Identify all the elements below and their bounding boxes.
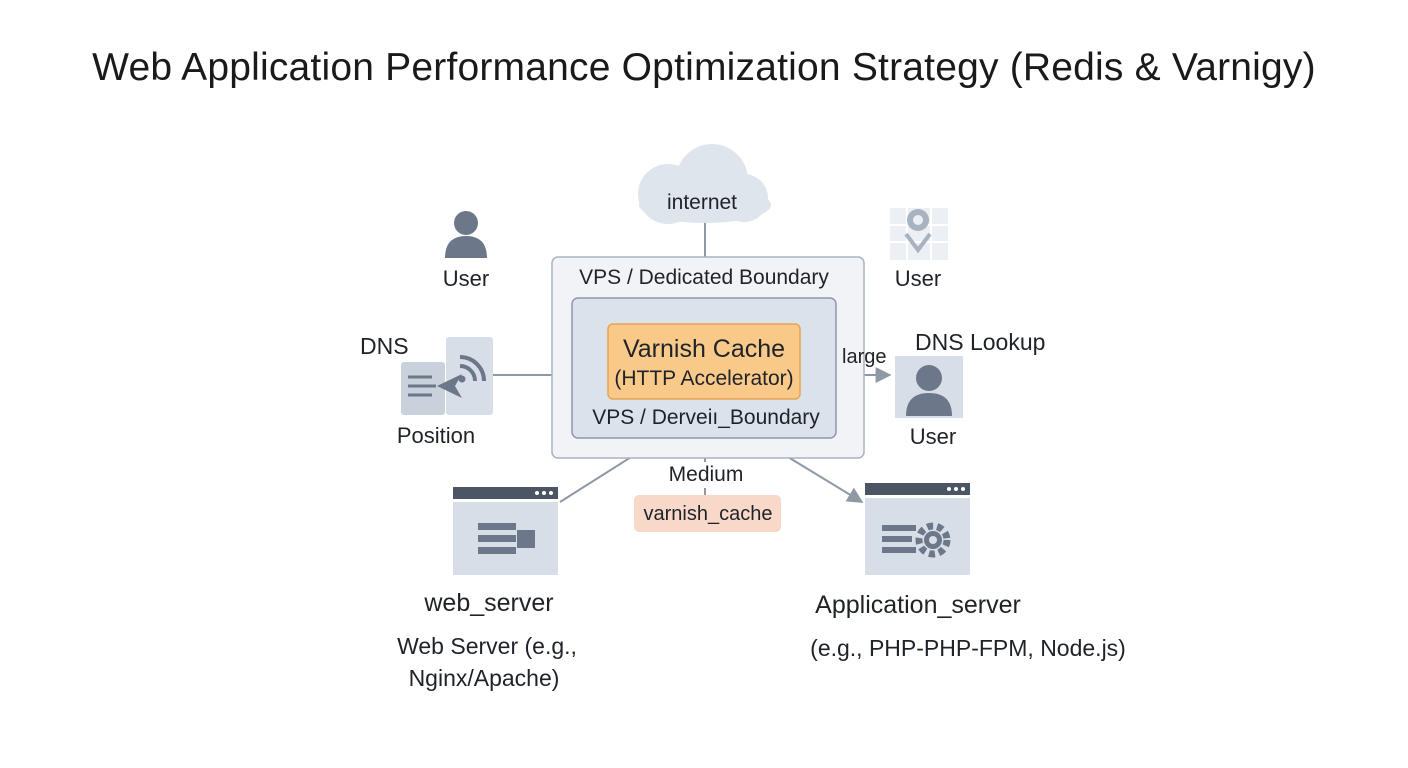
diagram-title: Web Application Performance Optimization… (92, 46, 1316, 89)
web-server-desc-line2: Nginx/Apache) (408, 665, 560, 691)
user-card-icon (895, 356, 963, 418)
dns-label: DNS (360, 333, 409, 359)
web-server-desc-line1: Web Server (e.g., (397, 633, 577, 659)
web-server-title: web_server (424, 589, 554, 617)
globe-network-icon (890, 208, 948, 260)
app-server-gear-icon (865, 483, 970, 575)
cloud-icon (638, 144, 771, 224)
outer-boundary-label: VPS / Dedicated Boundary (579, 266, 829, 289)
varnish-cache-tag-box (634, 495, 781, 532)
varnish-cache-title: Varnish Cache (622, 335, 786, 363)
varnish-cache-subtitle: (HTTP Accelerator) (614, 367, 794, 390)
user-right-label: User (909, 424, 957, 449)
dns-signal-icon (401, 337, 493, 415)
position-label: Position (396, 423, 476, 448)
varnish-cache-box (607, 323, 801, 400)
dns-lookup-label: DNS Lookup (915, 329, 1046, 355)
large-label: large (842, 346, 887, 368)
web-server-icon (453, 487, 558, 575)
app-server-desc: (e.g., PHP-PHP-FPM, Node.js) (810, 635, 1126, 661)
inner-boundary-label: VPS / Derveiı_Boundary (592, 406, 820, 429)
varnish-cache-tag: varnish_cache (643, 503, 773, 525)
user-top-right-label: User (894, 266, 942, 291)
medium-label: Medium (668, 463, 744, 486)
app-server-title: Application_server (815, 591, 1021, 619)
user-icon (445, 211, 487, 258)
internet-label: internet (666, 191, 738, 214)
user-left-label: User (442, 266, 490, 291)
